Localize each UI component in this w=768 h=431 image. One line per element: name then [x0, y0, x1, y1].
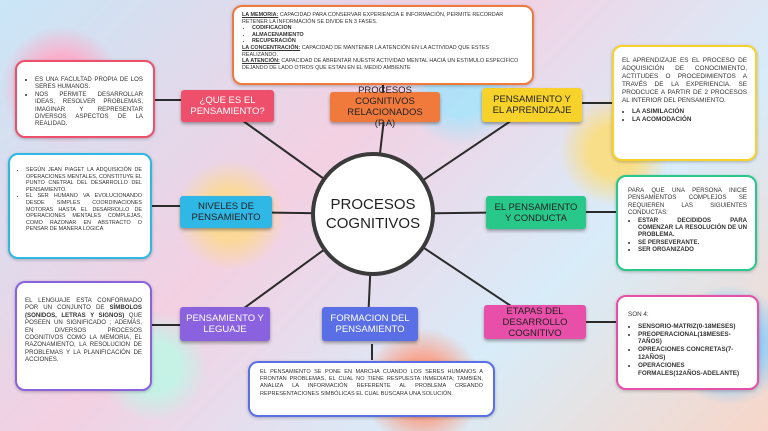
list-item: SENSORIO-MATRIZ(0-18MESES) [638, 323, 749, 331]
box-procesos-cognitivos-detalle: LA MEMORIA: CAPACIDAD PARA CONSERVAR EXP… [232, 5, 534, 85]
node-etapas-del-desarrollo-cognitivo: ETAPAS DEL DESARROLLO COGNITIVO [484, 305, 586, 339]
list-item: CODIFICACION [252, 25, 524, 32]
list-item: LA ASIMILACIÓN [632, 108, 747, 116]
node-que-es-el-pensamiento: ¿QUE ES EL PENSAMIENTO? [181, 90, 274, 122]
box-pensamiento-y-conducta: PARA QUE UNA PERSONA INICIE PENSAMIENTOS… [616, 175, 757, 271]
box-formacion-del-pensamiento: EL PENSAMIENTO SE PONE EN MARCHA CUANDO … [248, 361, 495, 417]
box-etapas-del-desarrollo-cognitivo: SON 4: SENSORIO-MATRIZ(0-18MESES) PREOPE… [616, 295, 759, 390]
list-item: SER ORGANIZADO [638, 246, 747, 253]
box-pensamiento-y-aprendizaje: EL APRENDIZAJE ES EL PROCESO DE ADQUISIC… [612, 45, 757, 161]
list-item: ESTAR DECIDIDOS PARA COMENZAR LA RESOLUC… [638, 217, 747, 239]
list-item: PREOPERACIONAL(18MESES-7AÑOS) [638, 331, 749, 347]
box-que-es-el-pensamiento: ES UNA FACULTAD PROPIA DE LOS SERES HUMA… [15, 60, 155, 138]
list-item: RECUPERACIÓN [252, 38, 524, 45]
node-pensamiento-y-conducta: EL PENSAMIENTO Y CONDUCTA [486, 196, 586, 229]
list-item: SEGÚN JEAN PIAGET LA ADQUISICIÓN DE OPER… [26, 167, 142, 193]
list-item: LA ACOMODACIÓN [632, 116, 747, 124]
node-pensamiento-y-aprendizaje: PENSAMIENTO Y EL APRENDIZAJE [482, 88, 582, 122]
list-item: NOS PERMITE DESARROLLAR IDEAS, RESOLVER … [35, 91, 143, 128]
central-topic-title: PROCESOS COGNITIVOS [325, 196, 421, 232]
list-item: OPERACIONES FORMALES(12AÑOS-ADELANTE) [638, 362, 749, 378]
list-item: ALMACENAMIENTO [252, 32, 524, 39]
node-pensamiento-y-lenguaje: PENSAMIENTO Y LEGUAJE [180, 307, 270, 341]
node-niveles-de-pensamiento: NIVELES DE PENSAMIENTO [180, 196, 272, 228]
list-item: OPREACIONES CONCRETAS(7-12AÑOS) [638, 346, 749, 362]
list-item: SE PERSEVERANTE. [638, 239, 747, 246]
node-procesos-cognitivos-relacionados: PROCESOS COGNITIVOS RELACIONADOS (P.A) [330, 85, 440, 129]
node-formacion-del-pensamiento: FORMACION DEL PENSAMIENTO [322, 307, 418, 341]
central-topic: PROCESOS COGNITIVOS [311, 152, 435, 276]
box-niveles-de-pensamiento: SEGÚN JEAN PIAGET LA ADQUISICIÓN DE OPER… [8, 153, 152, 259]
box-pensamiento-y-lenguaje: EL LENGUAJE ESTA CONFORMADO POR UN CONJU… [15, 281, 152, 391]
list-item: EL SER HUMANO VA EVOLUCIONANDO DESDE SIM… [26, 193, 142, 233]
list-item: ES UNA FACULTAD PROPIA DE LOS SERES HUMA… [35, 76, 143, 91]
